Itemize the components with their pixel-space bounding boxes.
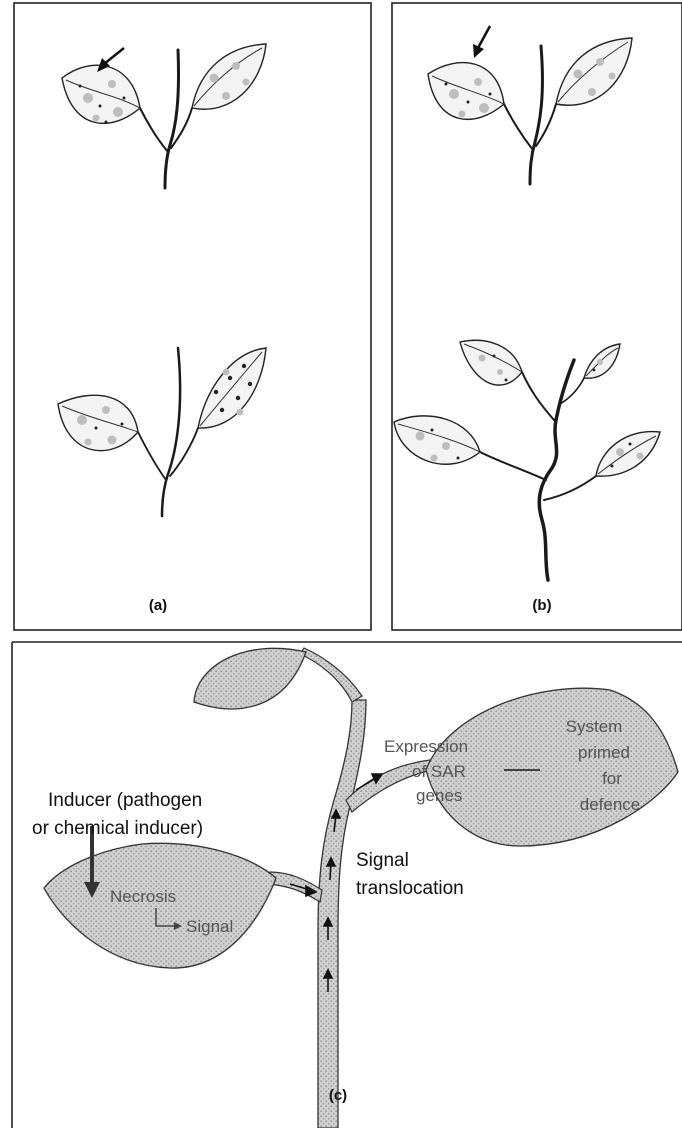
panel-b: (b) bbox=[392, 3, 682, 630]
b-left-leaf bbox=[394, 416, 480, 464]
left-branch bbox=[268, 872, 322, 902]
lower-right-leaf bbox=[198, 348, 266, 428]
inoculated-leaf-b bbox=[428, 63, 504, 120]
panel-c-caption: (c) bbox=[329, 1087, 347, 1104]
primed-label-line2: primed bbox=[578, 743, 630, 762]
panel-a-caption: (a) bbox=[149, 597, 167, 614]
inoculation-arrow-b bbox=[478, 26, 490, 48]
necrosis-label: Necrosis bbox=[110, 887, 176, 906]
upper-branch bbox=[300, 648, 362, 702]
signal-label: Signal bbox=[186, 917, 233, 936]
inducer-label-line1: Inducer (pathogen bbox=[48, 790, 202, 811]
signal-translocation-label-line1: Signal bbox=[356, 850, 409, 871]
panel-a: (a) bbox=[14, 3, 371, 630]
b-right-leaf bbox=[596, 432, 660, 477]
inoculated-leaf bbox=[62, 65, 140, 123]
expression-label-line2: of SAR bbox=[412, 762, 466, 781]
primed-label-line3: for bbox=[602, 769, 622, 788]
expression-label-line1: Expression bbox=[384, 737, 468, 756]
main-stem bbox=[318, 700, 366, 1128]
panel-a-top-plant bbox=[62, 44, 266, 188]
inoculation-arrow bbox=[104, 48, 124, 64]
primed-label-line4: defence bbox=[580, 795, 641, 814]
expression-label-line3: genes bbox=[416, 786, 462, 805]
panel-b-bottom-plant bbox=[394, 340, 660, 580]
lower-left-leaf bbox=[58, 395, 138, 450]
panel-a-bottom-plant bbox=[58, 348, 266, 516]
upper-leaf bbox=[194, 648, 306, 709]
systemic-leaf bbox=[192, 44, 266, 109]
signal-translocation-label-line2: translocation bbox=[356, 878, 464, 899]
b-upper-leaf bbox=[460, 340, 522, 385]
systemic-leaf-b bbox=[556, 38, 632, 105]
inducer-label-line2: or chemical inducer) bbox=[32, 818, 203, 839]
primed-label-line1: System bbox=[566, 717, 623, 736]
b-small-right-leaf bbox=[584, 344, 620, 378]
panel-b-top-plant bbox=[428, 26, 632, 184]
panel-b-caption: (b) bbox=[532, 597, 551, 614]
panel-c: Inducer (pathogen or chemical inducer) N… bbox=[12, 642, 682, 1128]
